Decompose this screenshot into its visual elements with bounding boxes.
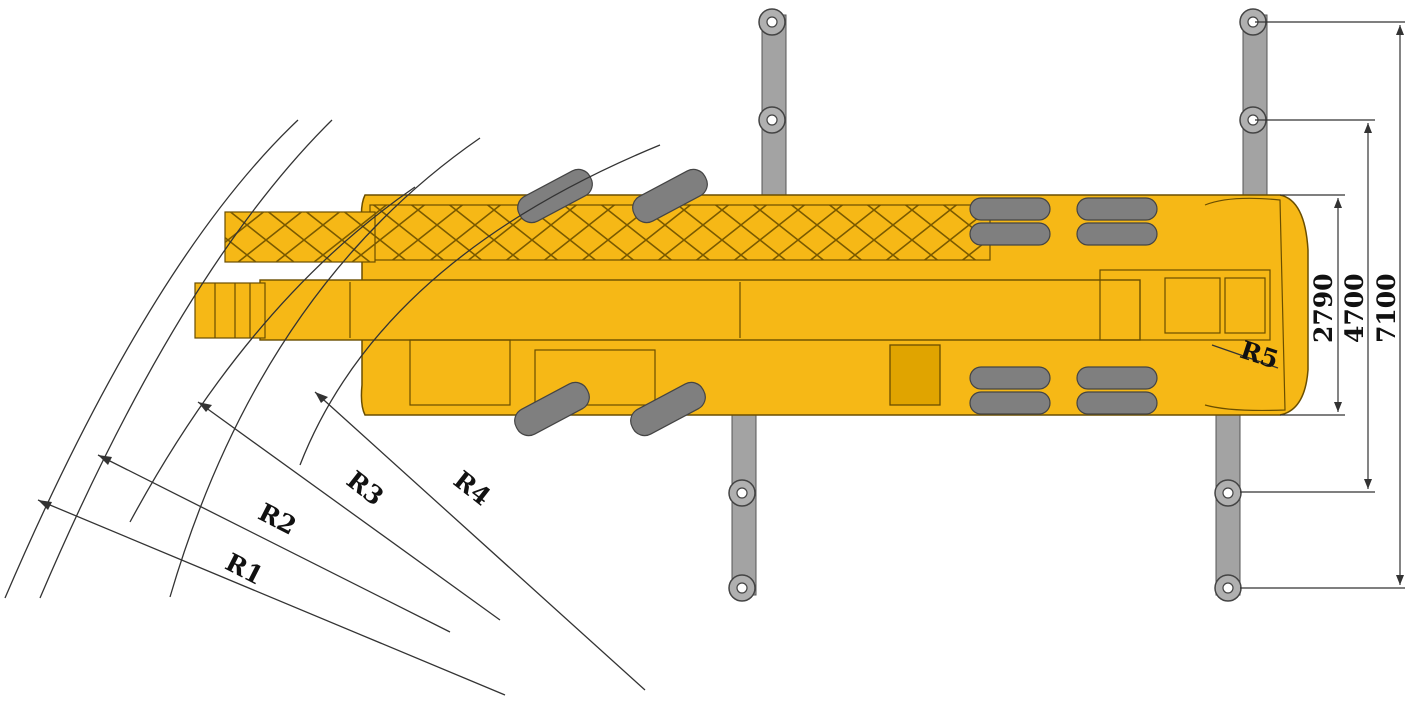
superstructure-block bbox=[1099, 269, 1271, 341]
outriggers bbox=[728, 8, 1268, 602]
crane-body bbox=[194, 194, 1309, 416]
lattice-boom bbox=[369, 204, 991, 261]
tire bbox=[969, 366, 1051, 390]
turning-radius-arcs bbox=[4, 119, 661, 599]
tire bbox=[1076, 197, 1158, 221]
arc-r3 bbox=[129, 186, 416, 523]
label-r4: R4 bbox=[448, 465, 496, 511]
boom-head bbox=[194, 282, 266, 339]
tire bbox=[632, 168, 708, 224]
label-r2: R2 bbox=[254, 498, 301, 541]
tire bbox=[969, 197, 1051, 221]
arc-r2 bbox=[39, 119, 333, 599]
crane-cab bbox=[889, 344, 941, 406]
dimension-labels: 2790 4700 7100 bbox=[1309, 273, 1401, 343]
arc-r4 bbox=[169, 137, 481, 598]
tire bbox=[969, 391, 1051, 415]
arc-r5 bbox=[299, 144, 661, 466]
dimension-2790: 2790 bbox=[1309, 273, 1338, 343]
tire bbox=[1076, 391, 1158, 415]
label-r1: R1 bbox=[221, 548, 268, 591]
radius-leader-lines bbox=[37, 344, 1279, 696]
tire bbox=[969, 222, 1051, 246]
dimension-7100: 7100 bbox=[1372, 273, 1401, 343]
tires bbox=[514, 168, 1158, 437]
tire bbox=[514, 381, 590, 437]
dimension-lines bbox=[1240, 21, 1405, 589]
label-r3: R3 bbox=[341, 465, 389, 511]
tire bbox=[1076, 366, 1158, 390]
telescopic-boom bbox=[259, 279, 1141, 341]
tire bbox=[1076, 222, 1158, 246]
tire bbox=[630, 381, 706, 437]
dimension-4700: 4700 bbox=[1340, 273, 1369, 343]
arc-r1 bbox=[4, 119, 299, 599]
